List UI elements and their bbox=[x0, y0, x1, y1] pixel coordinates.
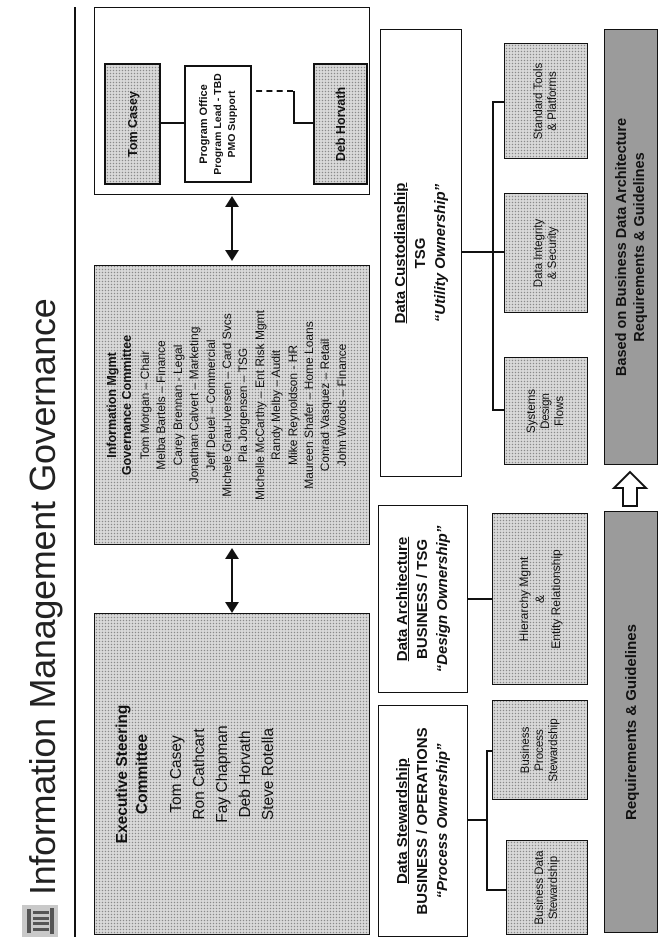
governance-member: Randy Melby – Audit bbox=[269, 349, 284, 461]
building-columns-icon bbox=[22, 905, 58, 937]
program-person-box: Deb Horvath bbox=[313, 63, 368, 185]
based-on-label: Requirements & Guidelines bbox=[632, 152, 648, 342]
connector-line bbox=[161, 122, 184, 124]
governance-member: Carey Brennan - Legal bbox=[170, 344, 185, 466]
governance-member: John Woods – Finance bbox=[334, 343, 349, 467]
requirements-bar: Requirements & Guidelines bbox=[604, 511, 658, 933]
program-person: Deb Horvath bbox=[333, 86, 348, 162]
architecture-child-line: Hierarchy Mgmt bbox=[517, 556, 531, 642]
executive-committee-title: Executive Steering bbox=[114, 704, 131, 844]
executive-member: Tom Casey bbox=[168, 735, 185, 813]
custodianship-child-line: Design bbox=[540, 393, 552, 429]
program-office-box: Program Office Program Lead - TBD PMO Su… bbox=[184, 65, 252, 183]
outline-right-arrow-icon bbox=[611, 470, 649, 507]
connector-line bbox=[492, 101, 494, 411]
stewardship-child-box: Business Data Stewardship bbox=[506, 840, 588, 935]
connector-line bbox=[492, 101, 504, 103]
custodianship-child-line: Systems bbox=[526, 388, 538, 434]
custodianship-box: Data Custodianship TSG “Utility Ownershi… bbox=[380, 29, 462, 477]
arrow-right-icon bbox=[225, 196, 239, 207]
stewardship-box: Data Stewardship BUSINESS / OPERATIONS “… bbox=[378, 705, 468, 937]
program-office-support: PMO Support bbox=[226, 90, 238, 158]
connector-line bbox=[462, 251, 492, 253]
custodianship-child-line: & Security bbox=[547, 226, 559, 280]
stewardship-child-line: Process bbox=[534, 729, 546, 771]
governance-member: Michelle McCarthy – Ent Risk Mgmt bbox=[252, 309, 267, 501]
executive-member: Deb Horvath bbox=[237, 730, 254, 818]
executive-committee-title: Committee bbox=[134, 733, 151, 815]
governance-member: Pia Jorgensen – TSG bbox=[236, 347, 251, 463]
connector-line bbox=[492, 409, 504, 411]
executive-member: Fay Chapman bbox=[214, 725, 231, 823]
stewardship-child-line: Business bbox=[520, 726, 532, 774]
governance-member: Jonathan Calvert – Marketing bbox=[187, 326, 202, 484]
architecture-heading: Data Architecture bbox=[394, 536, 411, 662]
stewardship-child-line: Business Data bbox=[534, 850, 546, 925]
architecture-sub: BUSINESS / TSG bbox=[414, 538, 431, 660]
governance-member: Michele Grau-Iversen – Card Svcs bbox=[220, 313, 235, 497]
arrow-left-icon bbox=[225, 250, 239, 261]
connector-line bbox=[486, 750, 488, 891]
connector-line bbox=[492, 251, 504, 253]
architecture-box: Data Architecture BUSINESS / TSG “Design… bbox=[378, 505, 468, 693]
executive-committee-box: Executive Steering Committee Tom Casey R… bbox=[94, 613, 370, 935]
architecture-role: “Design Ownership” bbox=[434, 525, 451, 673]
connector-line bbox=[486, 889, 506, 891]
architecture-child-line: & bbox=[533, 595, 547, 604]
connector-line bbox=[468, 819, 486, 821]
stewardship-child-box: Business Process Stewardship bbox=[492, 700, 588, 800]
custodianship-child-box: Standard Tools & Platforms bbox=[504, 43, 588, 159]
connector-line bbox=[293, 122, 313, 124]
program-office-lead: Program Lead - TBD bbox=[212, 73, 224, 175]
connector-line bbox=[293, 91, 295, 124]
governance-member: Tom Morgan – Chair bbox=[138, 350, 152, 460]
stewardship-sub: BUSINESS / OPERATIONS bbox=[414, 727, 431, 915]
custodianship-child-box: Data Integrity & Security bbox=[504, 193, 588, 313]
governance-committee-box: Information Mgmt Governance Committee To… bbox=[94, 265, 370, 545]
custodianship-child-line: Standard Tools bbox=[533, 62, 545, 140]
governance-member: Melba Bartels – Finance bbox=[154, 340, 169, 470]
stewardship-child-line: Stewardship bbox=[548, 718, 560, 782]
custodianship-role: “Utility Ownership” bbox=[432, 183, 449, 323]
custodianship-child-line: Data Integrity bbox=[533, 218, 545, 288]
governance-member: Jeff Deuel – Commercial bbox=[203, 339, 218, 471]
custodianship-child-box: Systems Design Flows bbox=[504, 357, 588, 465]
governance-member: Conrad Vasquez – Retail bbox=[318, 338, 333, 472]
based-on-label: Based on Business Data Architecture bbox=[614, 117, 630, 377]
connector-line bbox=[468, 598, 492, 600]
stewardship-heading: Data Stewardship bbox=[394, 758, 411, 884]
custodianship-child-line: & Platforms bbox=[547, 71, 559, 131]
program-person-box: Tom Casey bbox=[104, 63, 161, 185]
governance-member: Maureen Shafer – Home Loans bbox=[302, 321, 317, 489]
arrow-right-icon bbox=[225, 548, 239, 559]
governance-committee-title: Governance Committee bbox=[120, 334, 134, 476]
executive-member: Steve Rotella bbox=[260, 727, 277, 821]
stewardship-child-line: Stewardship bbox=[548, 855, 560, 920]
requirements-label: Requirements & Guidelines bbox=[622, 624, 640, 820]
title-rule bbox=[74, 7, 76, 937]
governance-member: Mike Reynoldson - HR bbox=[285, 344, 300, 466]
custodianship-child-line: Flows bbox=[554, 395, 566, 427]
custodianship-heading: Data Custodianship bbox=[392, 182, 409, 324]
architecture-child-line: Entity Relationship bbox=[549, 549, 563, 649]
page-title: Information Management Governance bbox=[22, 298, 63, 895]
executive-member: Ron Cathcart bbox=[191, 728, 208, 820]
custodianship-sub: TSG bbox=[412, 237, 429, 269]
arrow-left-icon bbox=[225, 602, 239, 613]
program-person: Tom Casey bbox=[125, 91, 140, 157]
architecture-child-box: Hierarchy Mgmt & Entity Relationship bbox=[492, 513, 588, 685]
architecture-requirements-bar: Based on Business Data Architecture Requ… bbox=[604, 29, 658, 465]
governance-committee-title: Information Mgmt bbox=[105, 352, 119, 458]
program-office-title: Program Office bbox=[198, 84, 210, 164]
stewardship-role: “Process Ownership” bbox=[434, 743, 451, 899]
